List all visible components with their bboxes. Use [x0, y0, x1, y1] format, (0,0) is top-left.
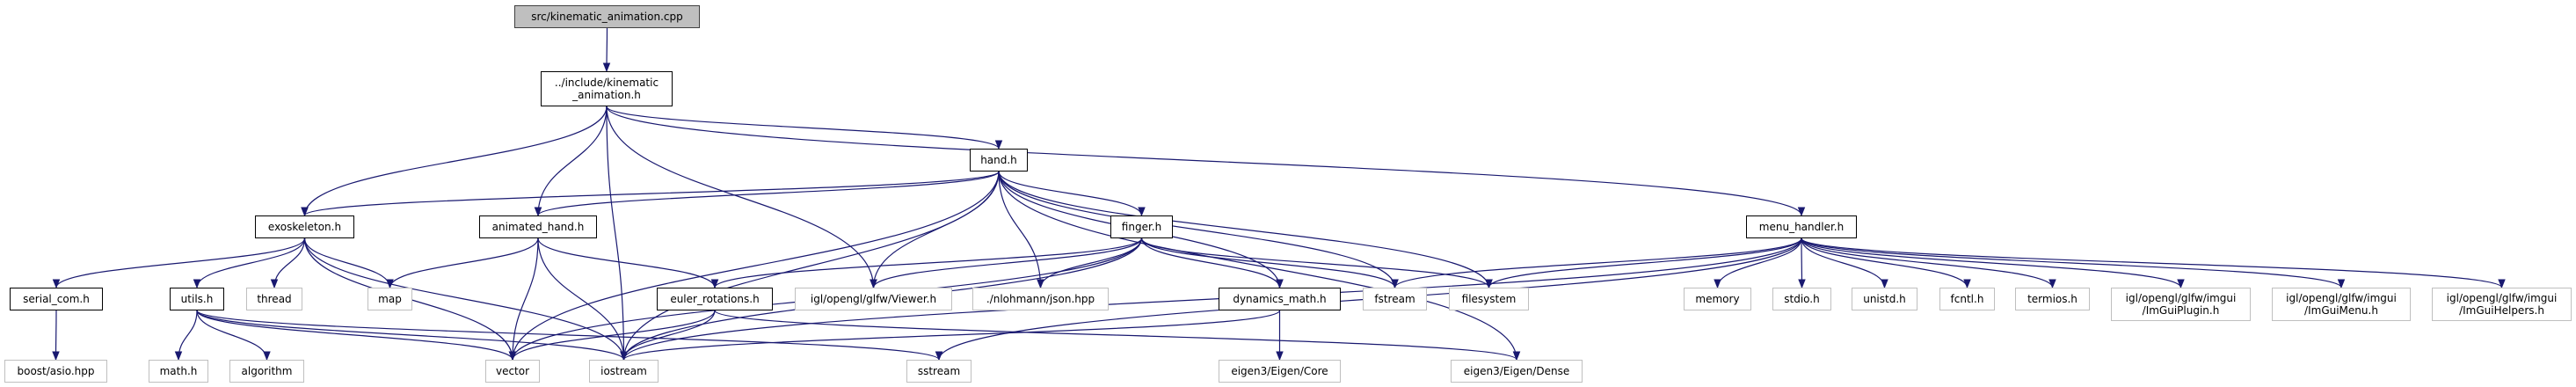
edge-menu-to-stdio: [1798, 237, 1806, 289]
node-termios: termios.h: [2015, 288, 2090, 310]
edge-utils-to-math: [174, 310, 198, 361]
node-dyn[interactable]: dynamics_math.h: [1219, 288, 1341, 310]
edge-hand-to-dense: [998, 171, 1521, 361]
node-helpers: igl/opengl/glfw/imgui /ImGuiHelpers.h: [2432, 288, 2572, 321]
edge-finger-to-dyn: [1140, 237, 1284, 289]
node-stdio: stdio.h: [1772, 288, 1831, 310]
node-exo[interactable]: exoskeleton.h: [255, 215, 354, 238]
edge-hand-to-filesystem: [998, 171, 1493, 289]
edge-menu-to-termios: [1801, 237, 2056, 289]
edge-hand-to-iostream: [620, 171, 1000, 361]
node-imenu: igl/opengl/glfw/imgui /ImGuiMenu.h: [2272, 288, 2411, 321]
edge-exo-to-utils: [193, 237, 306, 289]
node-unistd: unistd.h: [1852, 288, 1917, 310]
edge-kin-to-ahand: [534, 106, 608, 217]
edge-finger-to-fstream: [1140, 237, 1399, 289]
node-core: eigen3/Eigen/Core: [1219, 360, 1341, 383]
edge-root-to-kin: [602, 27, 611, 73]
node-root[interactable]: src/kinematic_animation.cpp: [514, 5, 700, 28]
edge-finger-to-filesystem: [1140, 237, 1493, 289]
edge-menu-to-plugin: [1801, 237, 2185, 289]
edge-kin-to-viewer: [606, 106, 877, 289]
node-menu[interactable]: menu_handler.h: [1746, 215, 1857, 238]
node-iostream: iostream: [589, 360, 659, 383]
node-viewer: igl/opengl/glfw/Viewer.h: [795, 288, 952, 310]
node-utils[interactable]: utils.h: [170, 288, 224, 310]
node-hand[interactable]: hand.h: [970, 149, 1028, 172]
edge-menu-to-memory: [1714, 237, 1802, 289]
edge-kin-to-iostream: [606, 106, 628, 361]
node-dense: eigen3/Eigen/Dense: [1451, 360, 1583, 383]
edge-hand-to-viewer: [870, 171, 1000, 289]
node-algorithm: algorithm: [229, 360, 304, 383]
edge-hand-to-fstream: [998, 171, 1399, 289]
edge-menu-to-filesystem: [1485, 237, 1802, 289]
node-map: map: [367, 288, 412, 310]
edge-euler-to-vector: [508, 310, 716, 361]
edge-ahand-to-iostream: [537, 237, 628, 361]
edge-menu-to-imenu: [1801, 237, 2346, 289]
edge-hand-to-json: [998, 171, 1044, 289]
edge-utils-to-iostream: [196, 310, 628, 361]
edge-finger-to-viewer: [870, 237, 1143, 289]
edge-finger-to-euler: [710, 237, 1143, 289]
node-kin[interactable]: ../include/kinematic _animation.h: [541, 71, 673, 106]
edge-dyn-to-iostream: [620, 310, 1281, 361]
edge-hand-to-exo: [301, 171, 1000, 217]
edge-serial-to-boost: [52, 310, 60, 361]
node-ahand[interactable]: animated_hand.h: [479, 215, 597, 238]
edge-utils-to-algorithm: [196, 310, 271, 361]
node-sstream: sstream: [906, 360, 971, 383]
edge-ahand-to-euler: [537, 237, 719, 289]
edge-menu-to-helpers: [1801, 237, 2506, 289]
edge-exo-to-map: [303, 237, 394, 289]
node-memory: memory: [1684, 288, 1751, 310]
edge-hand-to-vector: [508, 171, 1000, 361]
node-fcntl: fcntl.h: [1939, 288, 1995, 310]
edge-kin-to-exo: [301, 106, 608, 217]
node-thread: thread: [246, 288, 302, 310]
node-plugin: igl/opengl/glfw/imgui /ImGuiPlugin.h: [2111, 288, 2251, 321]
node-json: ./nlohmann/json.hpp: [972, 288, 1109, 310]
edge-utils-to-vector: [196, 310, 517, 361]
edge-ahand-to-map: [386, 237, 539, 289]
edge-kin-to-menu: [606, 106, 1806, 217]
edge-exo-to-thread: [270, 237, 306, 289]
node-math: math.h: [149, 360, 208, 383]
edge-menu-to-iostream: [620, 237, 1802, 361]
node-finger[interactable]: finger.h: [1110, 215, 1173, 238]
node-euler[interactable]: euler_rotations.h: [657, 288, 773, 310]
edge-euler-to-dense: [714, 310, 1521, 361]
edge-utils-to-sstream: [196, 310, 943, 361]
node-fstream: fstream: [1363, 288, 1427, 310]
edge-menu-to-fcntl: [1801, 237, 1971, 289]
node-vector: vector: [485, 360, 540, 383]
node-serial[interactable]: serial_com.h: [10, 288, 103, 310]
edge-exo-to-iostream: [303, 237, 628, 361]
node-filesystem: filesystem: [1449, 288, 1529, 310]
node-boost: boost/asio.hpp: [4, 360, 107, 383]
edge-menu-to-unistd: [1801, 237, 1888, 289]
edge-kin-to-hand: [606, 106, 1003, 150]
edge-exo-to-serial: [52, 237, 306, 289]
edge-menu-to-fstream: [1391, 237, 1802, 289]
edge-hand-to-finger: [998, 171, 1146, 217]
edge-hand-to-ahand: [534, 171, 1000, 217]
